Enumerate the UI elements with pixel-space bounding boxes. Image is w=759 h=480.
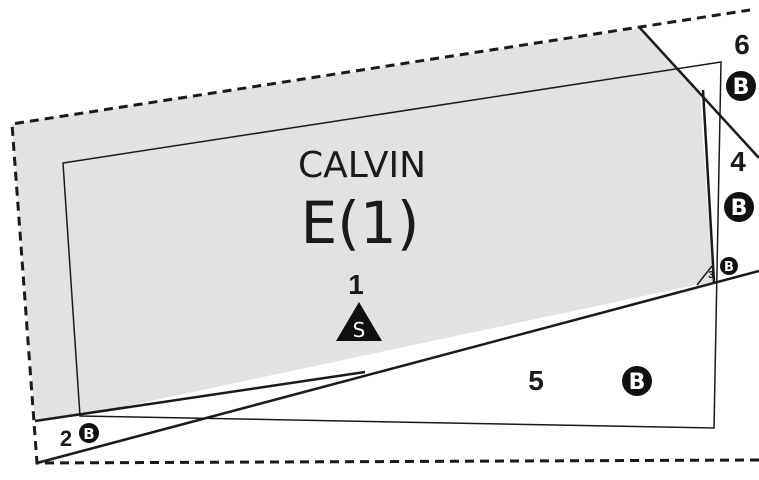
parcel-6-badge: B	[726, 71, 756, 101]
circle-icon	[726, 71, 756, 101]
zone-designation-label: E(1)	[301, 189, 420, 257]
circle-icon	[622, 366, 652, 396]
right-parcel-line	[701, 89, 716, 283]
parcel-1-symbol: S	[336, 302, 382, 342]
parcel-4-number: 4	[730, 146, 746, 177]
parcel-4-badge-letter: B	[731, 196, 748, 221]
upper-right-division-line	[639, 27, 759, 159]
parcel-3-badge-letter: B	[724, 260, 734, 275]
circle-icon	[720, 257, 738, 275]
parcel-1-number: 1	[348, 269, 364, 300]
outer-dashed-boundary	[10, 8, 759, 465]
parcel-2-number: 2	[60, 426, 72, 451]
parcel-5-badge-letter: B	[629, 370, 646, 395]
parcel-4-badge: B	[724, 192, 754, 222]
lower-division-line	[34, 370, 366, 423]
parcel-5-badge: B	[622, 366, 652, 396]
parcel-1-symbol-letter: S	[353, 318, 366, 342]
zone-name-label: CALVIN	[298, 145, 426, 186]
parcel-3-corner-line	[696, 265, 713, 286]
parcel-2-badge: B	[79, 423, 99, 443]
triangle-icon	[336, 302, 382, 341]
circle-icon	[79, 423, 99, 443]
parcel-3-badge: B	[720, 257, 738, 275]
parcel-5-number: 5	[528, 365, 544, 396]
circle-icon	[724, 192, 754, 222]
parcel-6-number: 6	[734, 29, 750, 60]
parcel-2-badge-letter: B	[83, 425, 94, 443]
diagonal-division-line	[36, 269, 759, 465]
inner-lot-boundary	[62, 61, 722, 429]
shaded-parcel-area	[12, 28, 713, 421]
parcel-6-badge-letter: B	[733, 75, 750, 100]
parcel-3-number: 3	[708, 270, 714, 281]
